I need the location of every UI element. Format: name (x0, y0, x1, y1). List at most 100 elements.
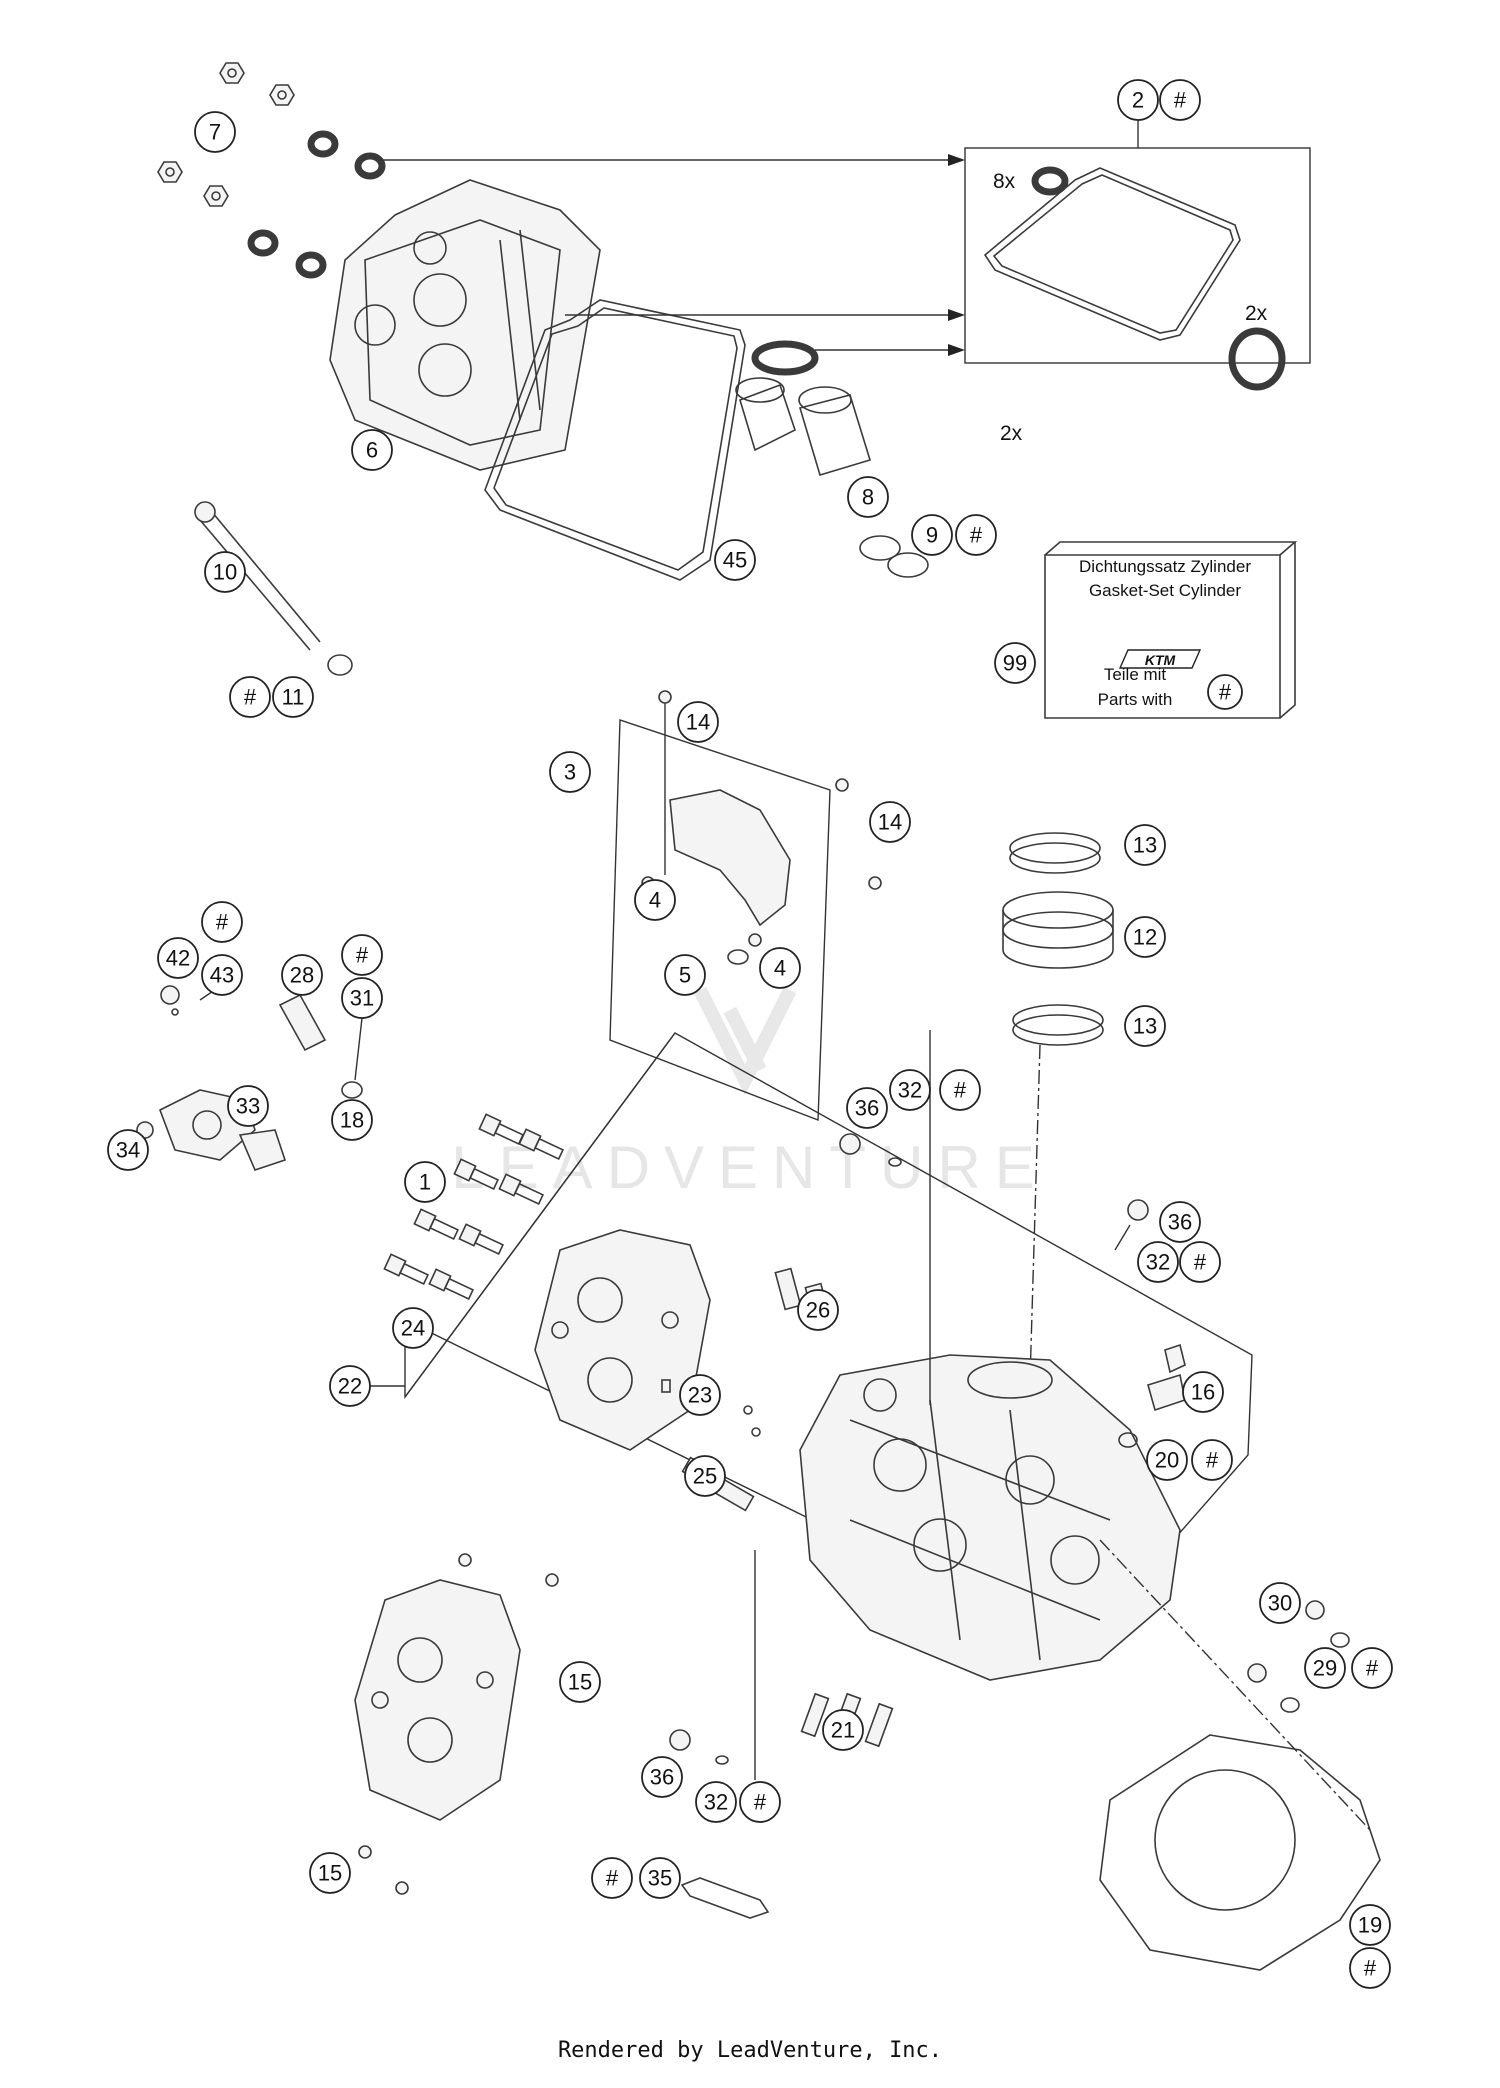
callout-label: 42 (166, 946, 190, 971)
gasket-kit-box: KTM (1044, 541, 1298, 719)
callout-label: 99 (1003, 651, 1027, 676)
kit-box-hash-marker: # (1207, 674, 1243, 710)
hash-marker-callout: # (341, 934, 383, 976)
part-callout-30: 30 (1259, 1582, 1301, 1624)
hash-marker-callout: # (591, 1857, 633, 1899)
part-callout-13a: 13 (1124, 824, 1166, 866)
callout-circle (641, 1756, 683, 1798)
callout-circle (201, 901, 243, 943)
callout-circle (639, 1857, 681, 1899)
callout-label: 14 (878, 810, 902, 835)
hash-marker-callout: # (201, 901, 243, 943)
callout-label: # (1174, 88, 1187, 113)
callout-circle (1179, 1241, 1221, 1283)
callout-label: 10 (213, 560, 237, 585)
plug-parts-29-30 (1247, 1600, 1350, 1713)
part-callout-20: 20 (1146, 1439, 1188, 1481)
callout-label: 20 (1155, 1448, 1179, 1473)
watermark-logo-icon (693, 986, 797, 1096)
callout-circle (227, 1085, 269, 1127)
hash-marker-callout: # (1191, 1439, 1233, 1481)
callout-label: 28 (290, 963, 314, 988)
callout-circle (846, 1087, 888, 1129)
callout-label: 9 (926, 523, 938, 548)
callout-circle (739, 1781, 781, 1823)
callout-leader-line (354, 1017, 363, 1081)
callout-label: # (754, 1790, 767, 1815)
callout-circle (677, 701, 719, 743)
watermark-text: LEADVENTURE (451, 1134, 1048, 1201)
cylinder-head-bolts (383, 1113, 564, 1300)
callout-label: 21 (831, 1718, 855, 1743)
callout-circle (1191, 1439, 1233, 1481)
callout-label: 22 (338, 1374, 362, 1399)
part-callout-3: 3 (549, 751, 591, 793)
qty-seal-rings: 8x (993, 170, 1016, 193)
callout-circle (847, 476, 889, 518)
callout-circle (664, 954, 706, 996)
part-callout-14a: 14 (677, 701, 719, 743)
callout-circle (351, 429, 393, 471)
callout-label: # (1206, 1448, 1219, 1473)
part-callout-36a: 36 (846, 1087, 888, 1129)
callout-label: 13 (1133, 833, 1157, 858)
callout-label: 23 (688, 1383, 712, 1408)
part-callout-15b: 15 (309, 1852, 351, 1894)
qty-gasket: 2x (1000, 422, 1023, 445)
callout-circle (911, 514, 953, 556)
callout-circle (939, 1069, 981, 1111)
callout-label: 36 (1168, 1210, 1192, 1235)
callout-circle (281, 954, 323, 996)
footer-credit: Rendered by LeadVenture, Inc. (557, 2038, 943, 2063)
spark-plug-tube-seals (735, 340, 929, 578)
callout-label: 26 (806, 1298, 830, 1323)
callout-label: 4 (774, 956, 786, 981)
callout-circle (1304, 1647, 1346, 1689)
valve-cover (329, 179, 601, 471)
callout-label: 29 (1313, 1656, 1337, 1681)
callout-label: 36 (855, 1096, 879, 1121)
callout-circle (341, 977, 383, 1019)
callout-circle (194, 111, 236, 153)
part-callout-25: 25 (684, 1455, 726, 1497)
callout-label: 16 (1191, 1380, 1215, 1405)
hash-marker-callout: # (1349, 1947, 1391, 1989)
callout-label: # (1366, 1656, 1379, 1681)
callout-circle (1124, 824, 1166, 866)
oil-pipe-screw (194, 501, 353, 676)
callout-label: # (244, 685, 257, 710)
intake-flange-box (609, 690, 882, 1122)
callout-label: 43 (210, 963, 234, 988)
part-callout-22: 22 (329, 1365, 371, 1407)
qty-tube-ring: 2x (1245, 302, 1268, 325)
callout-circle (679, 1374, 721, 1416)
kit-box-line3: Teile mit (1104, 665, 1167, 684)
part-callout-99: 99 (994, 642, 1036, 684)
o-ring-35 (680, 1877, 770, 1919)
part-callout-7: 7 (194, 111, 236, 153)
callout-label: 45 (723, 548, 747, 573)
callout-label: 3 (564, 760, 576, 785)
hash-marker-callout: # (229, 676, 271, 718)
callout-label: 8 (862, 485, 874, 510)
callout-label: 19 (1358, 1913, 1382, 1938)
callout-circle (714, 539, 756, 581)
callout-circle (955, 514, 997, 556)
callout-label: 11 (282, 685, 305, 710)
part-callout-32c: 32 (695, 1781, 737, 1823)
part-callout-21: 21 (822, 1709, 864, 1751)
cylinder-head-gasket (1099, 1539, 1381, 1971)
callout-circle (392, 1307, 434, 1349)
part-callout-29: 29 (1304, 1647, 1346, 1689)
part-callout-19: 19 (1349, 1904, 1391, 1946)
callout-circle (1351, 1647, 1393, 1689)
part-callout-26: 26 (797, 1289, 839, 1331)
temperature-sensor-16 (1118, 1343, 1186, 1448)
callout-label: # (216, 910, 229, 935)
temperature-sensor-parts (136, 985, 363, 1171)
callout-circle (1124, 1005, 1166, 1047)
callout-circle (549, 751, 591, 793)
callout-circle (309, 1852, 351, 1894)
callout-circle (797, 1289, 839, 1331)
